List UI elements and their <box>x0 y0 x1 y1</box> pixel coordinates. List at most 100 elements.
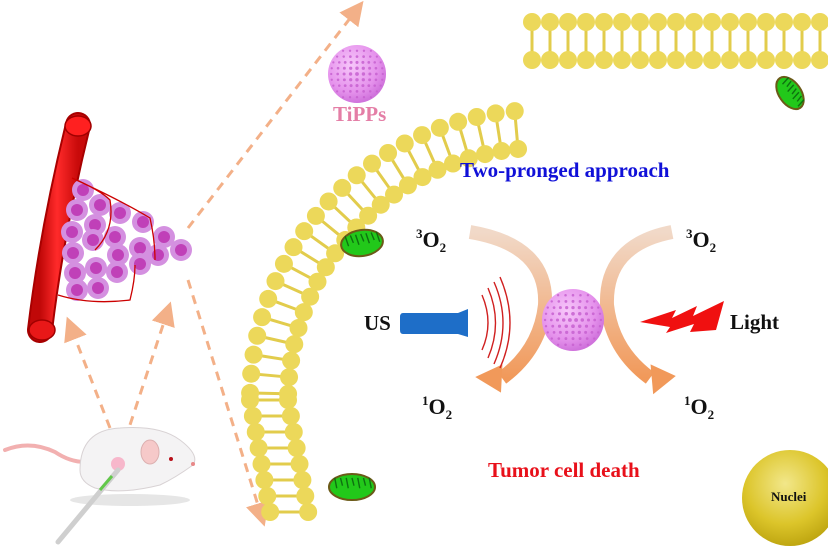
nanoparticle-pore <box>549 318 553 322</box>
lipid-head-inner <box>293 471 312 489</box>
nanoparticle-pore <box>561 318 566 322</box>
lipid-molecule <box>667 13 685 69</box>
superscript: 3 <box>686 226 693 241</box>
mitochondrion-crista <box>370 232 375 241</box>
lipid-head-inner <box>541 51 559 69</box>
lipid-head-inner <box>413 168 432 187</box>
nanoparticle-pore <box>571 330 575 335</box>
lipid-head-inner <box>371 195 390 214</box>
lipid-tail <box>290 266 312 280</box>
lipid-molecule <box>649 13 667 69</box>
mouse-with-syringe <box>3 427 196 545</box>
subscript: 2 <box>709 240 717 255</box>
lipid-head-outer <box>266 272 285 291</box>
lipid-head-inner <box>326 244 345 263</box>
lipid-molecule <box>793 13 811 69</box>
nanoparticle-pore <box>578 324 582 328</box>
lipid-molecule <box>413 126 447 179</box>
nanoparticle-pore <box>355 55 359 58</box>
nanoparticle-pore <box>564 299 568 303</box>
lipid-head-inner <box>281 407 300 425</box>
lipid-molecule <box>739 13 757 69</box>
lipid-head-inner <box>613 51 631 69</box>
lipid-molecule <box>284 238 335 277</box>
nanoparticle-pore <box>355 78 359 82</box>
superscript: 1 <box>684 393 691 408</box>
nanoparticle-pore <box>586 294 590 297</box>
nanoparticle-pore <box>343 84 347 88</box>
lipid-tail <box>360 180 377 200</box>
lipid-head-outer <box>449 112 468 131</box>
light-bolt-icon <box>640 301 724 333</box>
lipid-head-inner <box>289 319 308 338</box>
oxygen-singlet-right: 1O2 <box>684 393 714 423</box>
nanoparticle-pore <box>558 330 562 334</box>
nanoparticle-pore <box>578 312 582 316</box>
tumor-cell-cluster <box>61 179 192 301</box>
lipid-tail <box>407 149 421 171</box>
nanoparticle-pore <box>341 49 345 52</box>
lipid-tail <box>423 141 436 164</box>
nanoparticle-pore <box>564 312 568 316</box>
lipid-head-inner <box>775 51 793 69</box>
nanoparticle-pore <box>338 84 341 87</box>
lipid-molecule <box>259 289 313 322</box>
lipid-tail <box>264 336 287 344</box>
nanoparticle-pore <box>565 330 569 335</box>
mitochondrion-crista <box>368 477 372 489</box>
mitochondrion-crista <box>786 80 792 88</box>
lipid-head-outer <box>649 13 667 31</box>
nanoparticle-pore <box>564 343 567 347</box>
nanoparticle-pore <box>381 67 384 70</box>
nanoparticle-pore <box>564 337 568 341</box>
tumor-cell-nucleus <box>134 242 146 254</box>
tumor-cell-nucleus <box>71 204 83 216</box>
nanoparticle-pore <box>369 49 373 52</box>
nanoparticle-pore <box>544 312 548 316</box>
nanoparticle-pore <box>580 318 585 322</box>
lipid-molecule <box>757 13 775 69</box>
nanoparticle-pore <box>369 96 373 99</box>
nanoparticle-pore <box>362 55 365 58</box>
nanoparticle-pore <box>342 78 346 82</box>
lipid-head-outer <box>595 13 613 31</box>
tumor-capillary <box>57 177 156 303</box>
nanoparticle-pore <box>361 60 365 64</box>
mitochondrion-crista <box>345 477 349 489</box>
nanoparticle-pore <box>577 330 581 335</box>
lipid-head-inner <box>287 439 306 457</box>
mitochondrion-crista <box>349 235 355 244</box>
lipid-head-outer <box>541 13 559 31</box>
mitochondrion-crista <box>796 95 803 102</box>
lipid-tail <box>495 121 502 144</box>
lipid-head-inner <box>308 272 327 291</box>
element-symbol: O <box>690 394 708 419</box>
lipid-tail <box>321 219 341 237</box>
lipid-head-outer <box>363 154 382 173</box>
lipid-molecule <box>430 118 462 173</box>
lipid-head-inner <box>559 51 577 69</box>
lipid-tail <box>333 205 352 224</box>
lipid-molecule <box>449 112 478 168</box>
nanoparticle-pore <box>558 306 562 310</box>
lipid-molecule <box>243 407 300 425</box>
lipid-head-inner <box>299 503 318 521</box>
lipid-molecule <box>685 13 703 69</box>
lipid-head-inner <box>280 368 299 387</box>
nanoparticle-pore <box>381 72 384 76</box>
lipid-molecule <box>541 13 559 69</box>
nanoparticle-pore <box>367 84 371 88</box>
lipid-head-outer <box>703 13 721 31</box>
nanoparticle-pore <box>361 66 365 70</box>
tumor-cell-nucleus <box>111 266 123 278</box>
lipid-head-outer <box>284 238 303 257</box>
tumor-cell-nucleus <box>66 226 78 238</box>
diagram-title: Two-pronged approach <box>460 158 670 182</box>
lipid-molecule <box>241 391 297 409</box>
nanoparticle-pore <box>355 95 359 99</box>
lipid-head-outer <box>631 13 649 31</box>
nanoparticle-pore <box>361 72 366 76</box>
lipid-head-outer <box>379 143 398 162</box>
nanoparticle-pore <box>579 293 582 297</box>
lipid-tail <box>261 354 284 361</box>
